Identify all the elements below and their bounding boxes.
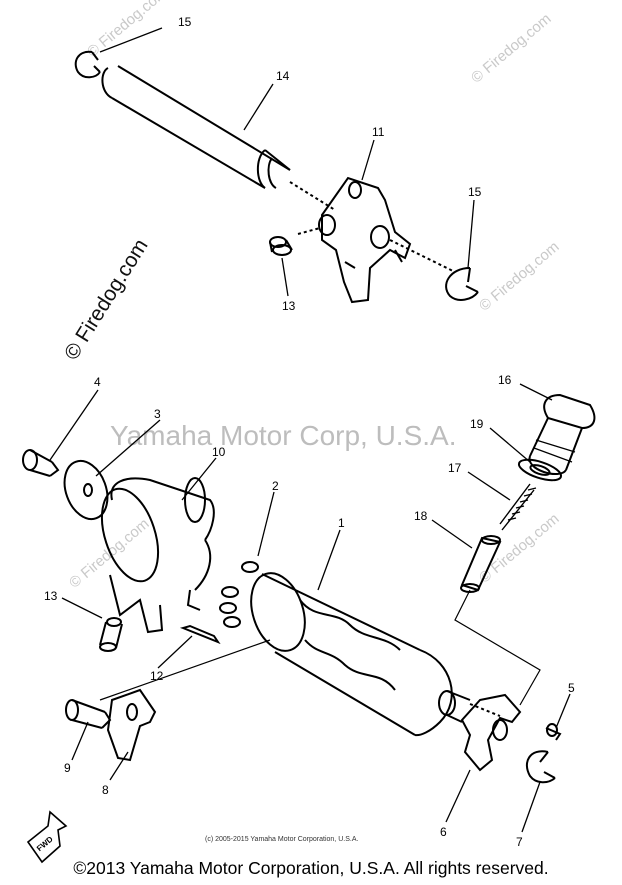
e-clip-7 bbox=[525, 750, 556, 784]
part-label: 4 bbox=[94, 375, 101, 389]
part-label: 10 bbox=[212, 445, 226, 459]
fwd-arrow-icon bbox=[26, 810, 68, 864]
pin-top bbox=[269, 236, 293, 256]
pin-bottom bbox=[99, 617, 123, 652]
drum-holder bbox=[100, 477, 215, 634]
part-number-labels: 15 14 11 15 13 4 3 10 2 1 16 19 17 18 13… bbox=[35, 15, 575, 853]
washer-19 bbox=[517, 458, 563, 482]
part-label: 8 bbox=[102, 783, 109, 797]
e-clip-right bbox=[445, 267, 479, 301]
part-label: 15 bbox=[178, 15, 192, 29]
part-label: 6 bbox=[440, 825, 447, 839]
part-label: 19 bbox=[470, 417, 484, 431]
yamaha-watermark: Yamaha Motor Corp, U.S.A. bbox=[110, 420, 457, 451]
shift-drum bbox=[250, 572, 501, 737]
part-label: 18 bbox=[414, 509, 428, 523]
footer-copyright: ©2013 Yamaha Motor Corporation, U.S.A. A… bbox=[73, 858, 549, 878]
part-label: 12 bbox=[150, 669, 164, 683]
part-label: 13 bbox=[282, 299, 296, 313]
plate-8 bbox=[106, 688, 157, 762]
part-label: 1 bbox=[338, 516, 345, 530]
part-label: 15 bbox=[468, 185, 482, 199]
cotter-pin bbox=[179, 624, 221, 645]
part-label: 7 bbox=[516, 835, 523, 849]
shift-fork bbox=[297, 176, 456, 304]
part-label: 14 bbox=[276, 69, 290, 83]
part-label: 9 bbox=[64, 761, 71, 775]
part-label: 16 bbox=[498, 373, 512, 387]
part-label: 3 bbox=[154, 407, 161, 421]
part-label: 17 bbox=[448, 461, 462, 475]
part-label: 2 bbox=[272, 479, 279, 493]
plate-6 bbox=[460, 693, 522, 772]
washer-3 bbox=[63, 459, 109, 521]
pin-5 bbox=[545, 723, 562, 741]
leader-lines-bottom bbox=[49, 383, 571, 833]
shift-shaft bbox=[101, 65, 336, 211]
bolt-9 bbox=[65, 699, 112, 729]
leader-lines-top bbox=[99, 27, 475, 297]
assembly-path-line bbox=[454, 589, 541, 706]
plunger-18 bbox=[460, 535, 502, 593]
bolt-4 bbox=[22, 449, 60, 477]
small-copyright: (c) 2005-2015 Yamaha Motor Corporation, … bbox=[205, 836, 359, 843]
small-pins bbox=[219, 561, 259, 628]
part-label: 5 bbox=[568, 681, 575, 695]
spring-17 bbox=[499, 483, 537, 531]
part-label: 13 bbox=[44, 589, 58, 603]
assembly-path-line-left bbox=[99, 639, 271, 701]
e-clip-top-left bbox=[74, 50, 101, 79]
part-label: 11 bbox=[372, 125, 385, 139]
